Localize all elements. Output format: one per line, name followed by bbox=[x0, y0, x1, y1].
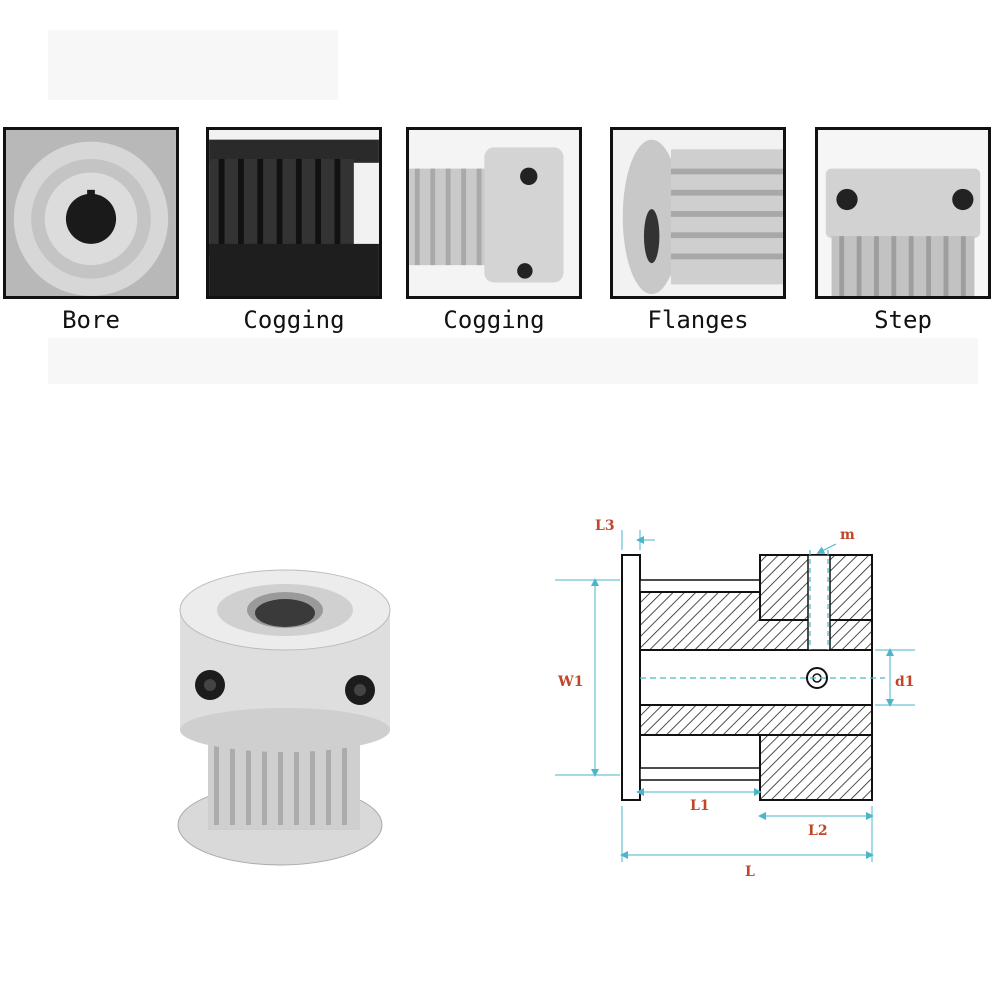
label-l2: L2 bbox=[808, 823, 828, 839]
pulley-cross-section: L3 m W1 d1 L1 L2 L bbox=[555, 518, 915, 880]
thumbnail-flanges bbox=[610, 127, 786, 299]
pulley-product-image bbox=[160, 555, 420, 895]
label-d1: d1 bbox=[895, 674, 915, 690]
caption-step: Step bbox=[874, 306, 932, 334]
label-w1: W1 bbox=[557, 674, 583, 690]
dimension-diagram: L3 m W1 d1 L1 L2 L bbox=[540, 510, 960, 890]
label-m: m bbox=[840, 527, 855, 543]
thumbnail-bore bbox=[3, 127, 179, 299]
thumbnail-step bbox=[815, 127, 991, 299]
thumbnail-cogging-1 bbox=[206, 127, 382, 299]
pulley-illustration bbox=[177, 569, 391, 866]
caption-bore: Bore bbox=[62, 306, 120, 334]
label-l3: L3 bbox=[595, 518, 615, 534]
cogging-black-image bbox=[209, 130, 379, 296]
caption-flanges: Flanges bbox=[647, 306, 749, 334]
cogging-silver-image bbox=[409, 130, 579, 296]
label-l1: L1 bbox=[690, 798, 710, 814]
header-band bbox=[48, 30, 338, 100]
caption-cogging-2: Cogging bbox=[443, 306, 545, 334]
bore-image bbox=[6, 130, 176, 296]
step-image bbox=[818, 130, 988, 296]
label-l: L bbox=[745, 864, 755, 880]
flanges-image bbox=[613, 130, 783, 296]
caption-cogging-1: Cogging bbox=[243, 306, 345, 334]
thumbnail-cogging-2 bbox=[406, 127, 582, 299]
caption-band bbox=[48, 338, 978, 384]
